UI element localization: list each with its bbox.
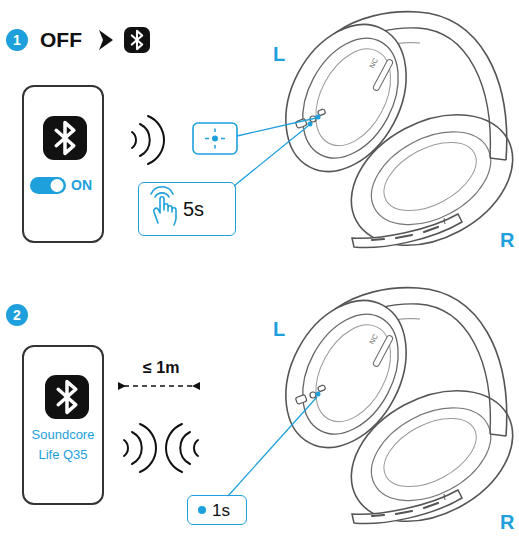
node-text: Soundcore Life Q35 — [28, 425, 98, 465]
leader-dot — [316, 115, 321, 120]
leader-line — [228, 397, 317, 496]
led-dot — [198, 506, 206, 514]
led-rays — [205, 129, 225, 149]
arrow-symbol — [99, 30, 113, 50]
signal-waves — [132, 116, 164, 164]
node-text: ON — [71, 178, 92, 192]
side-label: L — [273, 44, 285, 64]
led-callout — [193, 123, 237, 154]
side-label: L — [273, 319, 285, 339]
signal-waves — [124, 424, 198, 472]
headphones — [262, 280, 519, 537]
side-label: R — [500, 512, 514, 532]
press-hold-callout: 5s — [138, 182, 236, 236]
step-number: 2 — [6, 304, 28, 326]
toggle-switch — [30, 177, 66, 194]
hand-icon — [151, 187, 176, 225]
step-number: 1 — [6, 29, 28, 51]
step-number-text: 1 — [13, 33, 21, 47]
leader-dot — [316, 392, 321, 397]
distance-line — [124, 385, 194, 387]
press-callout: 1s — [187, 495, 247, 525]
phone-outline: Soundcore Life Q35 — [22, 345, 104, 505]
headphones — [262, 4, 519, 272]
node-text: 1s — [212, 502, 230, 519]
step-number-text: 2 — [13, 308, 21, 322]
side-label: R — [500, 230, 514, 250]
leader-line — [234, 126, 308, 186]
node-text: 5s — [183, 199, 204, 219]
state-label: OFF — [40, 29, 82, 50]
distance-arrows — [118, 382, 200, 390]
bluetooth-icon — [124, 27, 150, 53]
phone-outline: ON — [22, 85, 104, 243]
led-icon — [212, 136, 218, 142]
bluetooth-icon — [45, 375, 89, 419]
distance-label: ≤ 1m — [143, 360, 179, 376]
bluetooth-icon — [43, 116, 87, 160]
toggle-knob — [51, 179, 64, 192]
leader-line — [237, 118, 316, 136]
leader-dot — [308, 122, 313, 127]
